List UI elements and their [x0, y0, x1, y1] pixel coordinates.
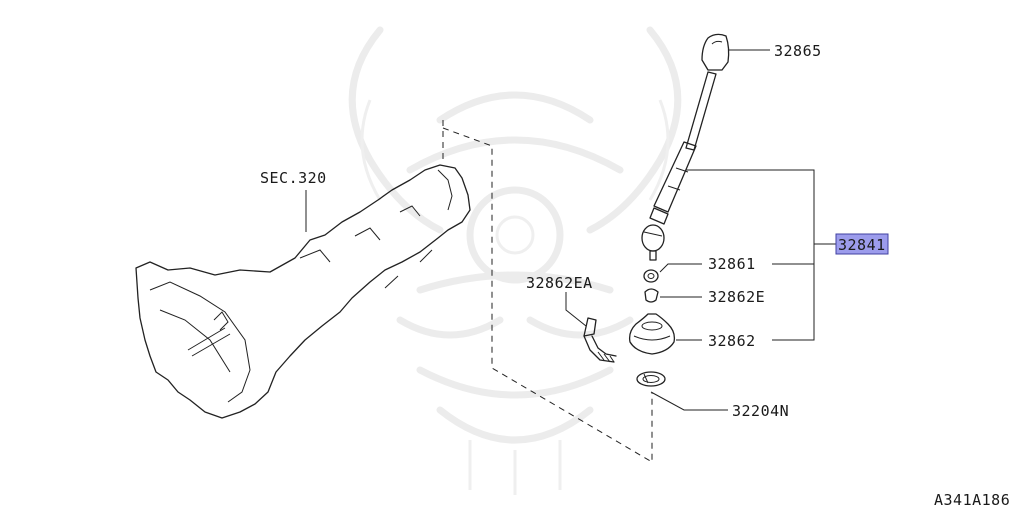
part-label-32862[interactable]: 32862 [708, 332, 756, 350]
transmission-illustration [135, 164, 471, 419]
dashed-guide-line [442, 120, 653, 463]
shift-lever-illustration [628, 33, 730, 387]
figure-code: A341A186 [934, 491, 1010, 509]
bracket-illustration [583, 317, 617, 363]
part-label-32862E[interactable]: 32862E [708, 288, 765, 306]
part-label-32204N[interactable]: 32204N [732, 402, 789, 420]
section-ref-label[interactable]: SEC.320 [260, 169, 327, 187]
part-label-32861[interactable]: 32861 [708, 255, 756, 273]
part-label-32841[interactable]: 32841 [838, 236, 886, 254]
watermark-emblem [348, 26, 682, 495]
leader-lines [565, 49, 836, 411]
assembly-label-highlight [835, 233, 889, 255]
part-label-32865[interactable]: 32865 [774, 42, 822, 60]
part-label-32862EA[interactable]: 32862EA [526, 274, 593, 292]
